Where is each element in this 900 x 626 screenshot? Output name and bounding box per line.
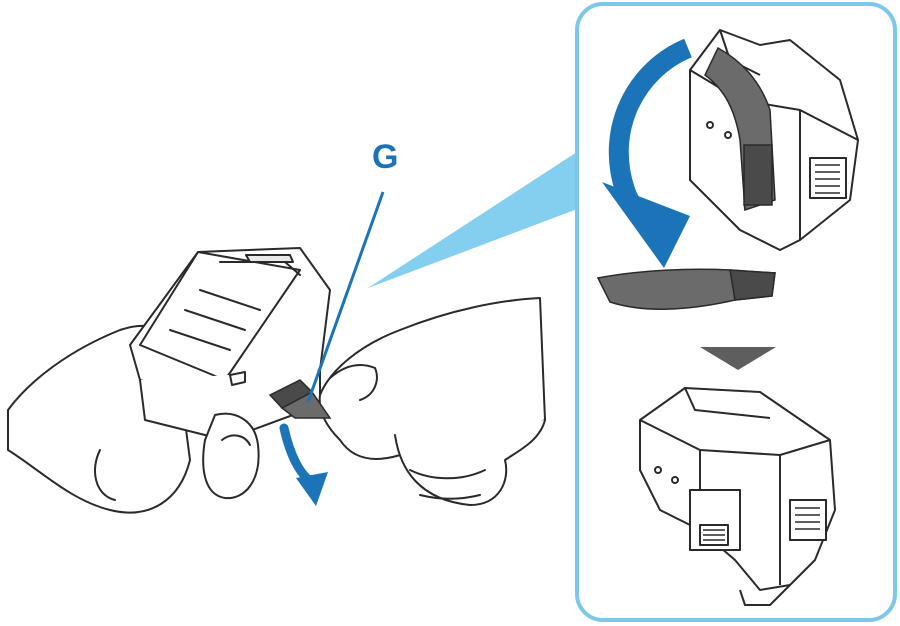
ink-cartridge-left xyxy=(129,247,331,441)
hands-holding-cartridge xyxy=(7,247,546,514)
zoom-callout-beam xyxy=(368,150,580,288)
removed-tape xyxy=(596,268,776,310)
callout-leader-line xyxy=(306,191,385,403)
orange-tape-left xyxy=(268,379,332,419)
left-thumb xyxy=(202,412,260,500)
ink-cartridge-bottom xyxy=(639,387,836,606)
curved-arrow-icon xyxy=(279,423,328,506)
right-hand-fingers xyxy=(394,419,546,506)
orange-tape-attached xyxy=(704,46,776,212)
curved-arrow-icon xyxy=(602,38,693,268)
down-triangle-icon xyxy=(700,347,776,370)
callout-label-g: G xyxy=(372,138,399,176)
